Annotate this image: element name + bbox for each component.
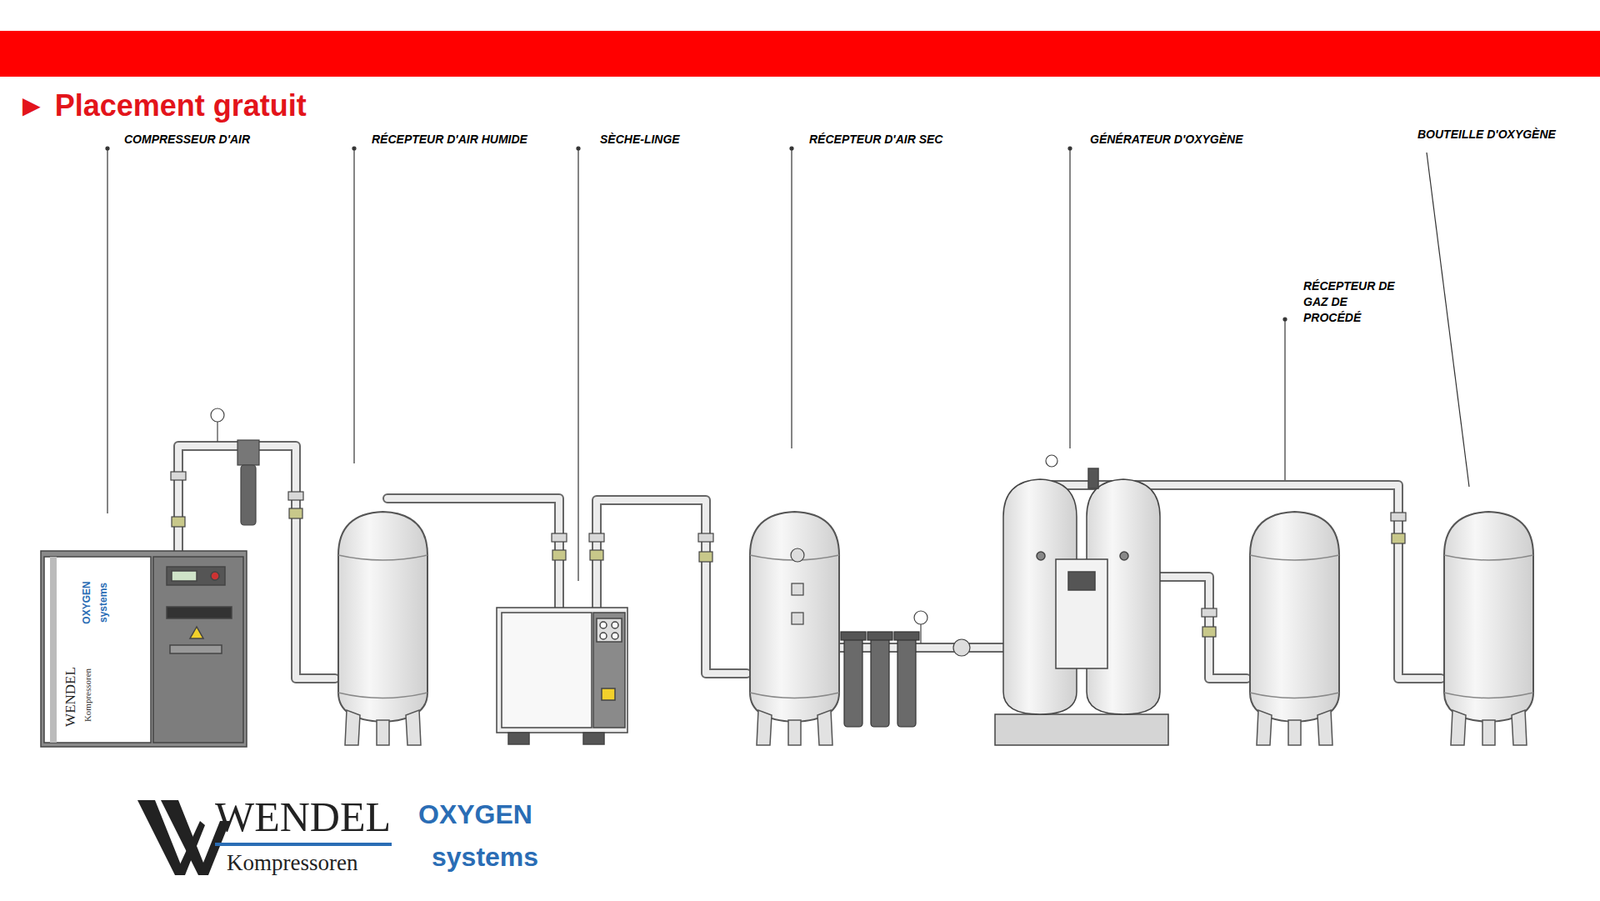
logo-text: Kompressoren (226, 849, 358, 876)
logo-text: Kompressoren (82, 657, 93, 733)
logo-text: systems (431, 840, 539, 873)
logo-text: WENDEL (62, 659, 80, 735)
part-label: SÈCHE-LINGE (600, 132, 680, 147)
part-label: BOUTEILLE D'OXYGÈNE (1417, 127, 1556, 142)
logo-text: OXYGEN (418, 798, 533, 830)
part-label: COMPRESSEUR D'AIR (124, 132, 250, 147)
part-label: RÉCEPTEUR D'AIR SEC (809, 132, 943, 147)
part-label: RÉCEPTEUR D'AIR HUMIDE (371, 132, 528, 147)
part-label: GÉNÉRATEUR D'OXYGÈNE (1090, 132, 1244, 147)
logo-text: WENDEL (215, 793, 391, 840)
logo-text: systems (97, 577, 110, 628)
page-title: ► Placement gratuit (16, 89, 307, 123)
part-label: RÉCEPTEUR DE GAZ DE PROCÉDÉ (1303, 278, 1397, 326)
logo-text: OXYGEN (80, 577, 93, 628)
